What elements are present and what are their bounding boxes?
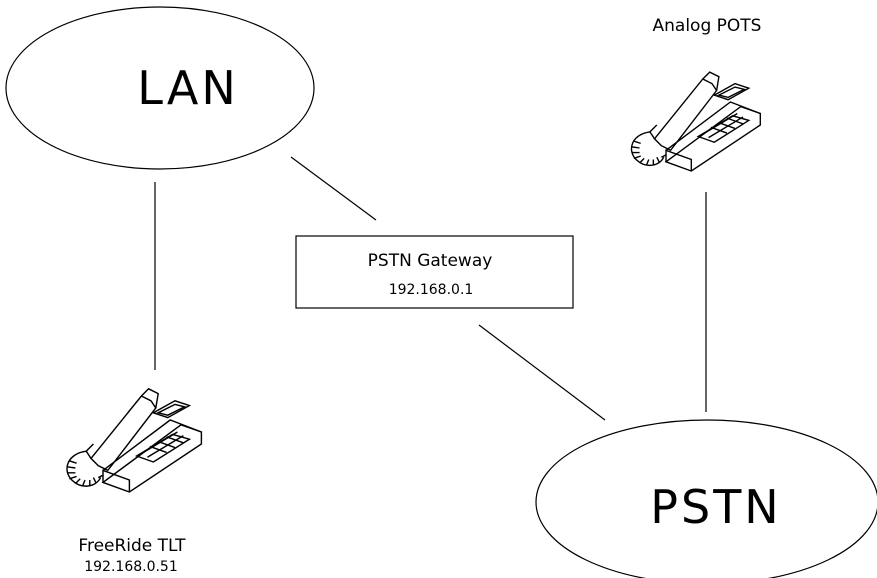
- telephone-icon: [630, 71, 761, 172]
- lan-label: LAN: [137, 61, 239, 115]
- gateway-box: [295, 235, 574, 309]
- gateway-title: PSTN Gateway: [368, 251, 493, 271]
- pstn-label: PSTN: [650, 480, 781, 534]
- lan-ellipse: [5, 6, 315, 170]
- lan-node: LAN: [5, 6, 315, 170]
- freeride-tlt-node: FreeRide TLT 192.168.0.51: [66, 388, 203, 575]
- gateway-node: PSTN Gateway 192.168.0.1: [295, 235, 574, 309]
- analog-pots-label: Analog POTS: [653, 16, 762, 36]
- pstn-ellipse: [535, 419, 877, 578]
- lan-to-gateway-link: [290, 156, 377, 221]
- freeride-tlt-label: FreeRide TLT: [78, 536, 186, 556]
- pstn-node: PSTN: [535, 419, 877, 578]
- gateway-to-pstn-link: [478, 324, 606, 421]
- analog-pots-node: Analog POTS: [630, 16, 762, 172]
- telephone-icon: [66, 388, 203, 493]
- gateway-ip: 192.168.0.1: [389, 282, 474, 298]
- freeride-tlt-ip: 192.168.0.51: [84, 559, 178, 575]
